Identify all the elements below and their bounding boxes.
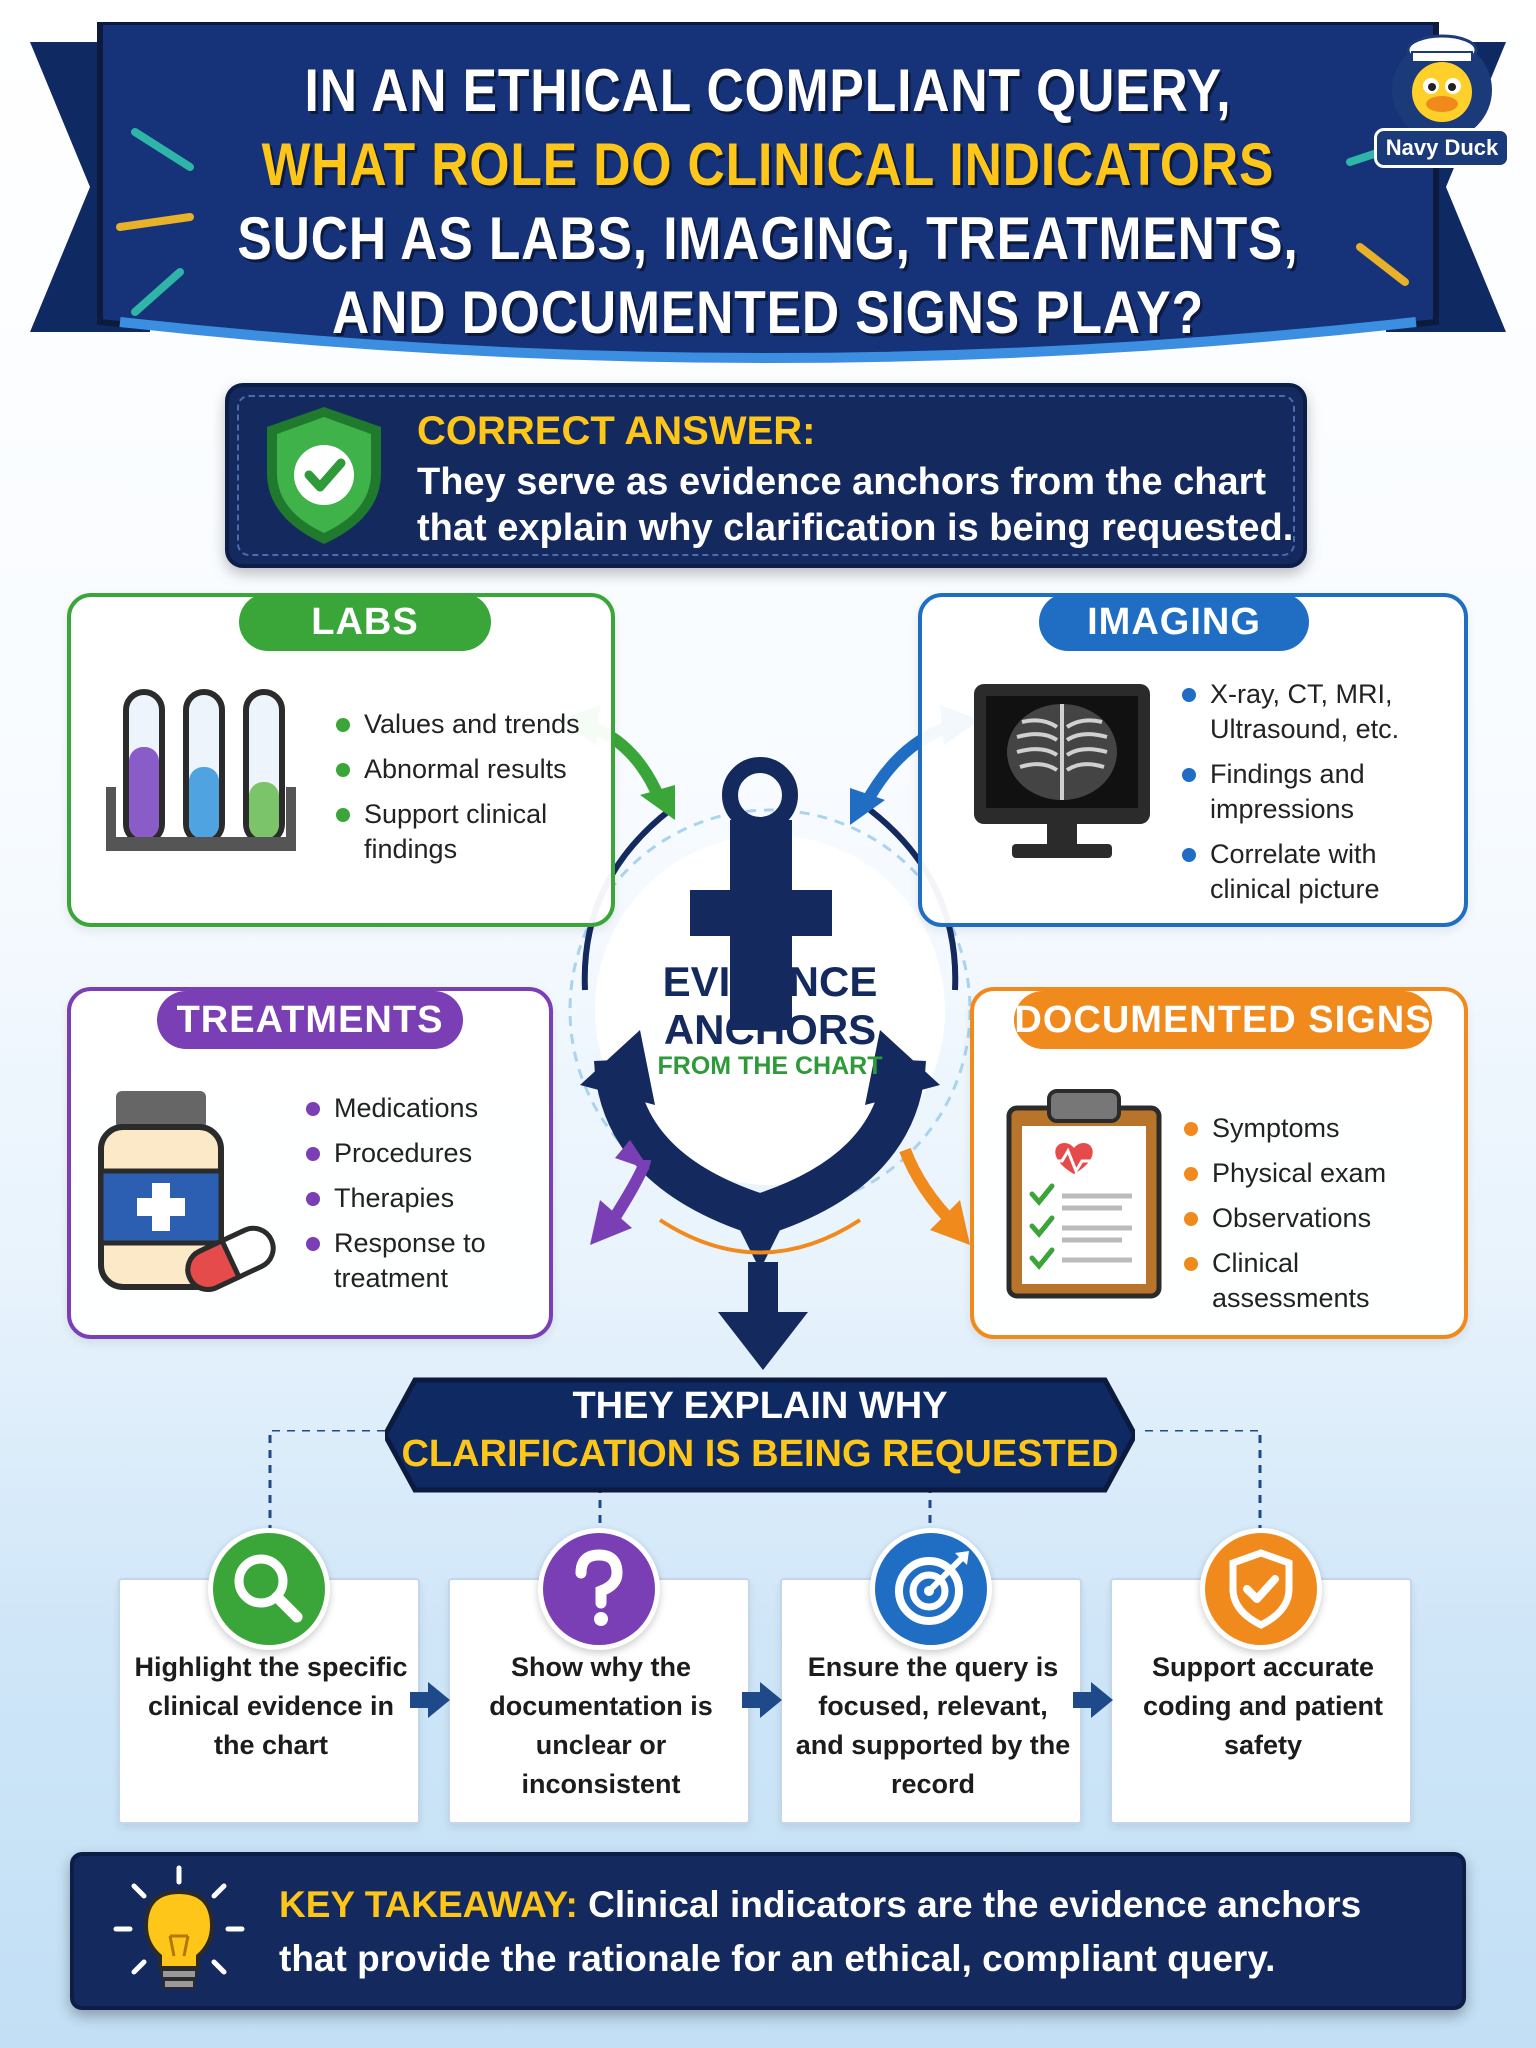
arrow-right-icon	[410, 1682, 450, 1718]
title-banner: IN AN ETHICAL COMPLIANT QUERY, WHAT ROLE…	[30, 22, 1506, 382]
explain-text: THEY EXPLAIN WHY CLARIFICATION IS BEING …	[385, 1383, 1135, 1479]
step-text: Highlight the specific clinical evidence…	[134, 1652, 408, 1760]
anchor-subtitle: FROM THE CHART	[657, 1052, 883, 1080]
anchor-title: EVIDENCE ANCHORS	[560, 958, 980, 1054]
list-item: Findings and impressions	[1182, 757, 1452, 827]
title-line-4: AND DOCUMENTED SIGNS PLAY?	[332, 279, 1204, 346]
step-text: Support accurate coding and patient safe…	[1143, 1652, 1383, 1760]
list-item: Values and trends	[336, 707, 606, 742]
list-item: Response to treatment	[306, 1226, 546, 1296]
connector-arrows	[560, 705, 980, 1245]
check-shield-icon	[267, 407, 381, 544]
mascot-label: Navy Duck	[1374, 128, 1510, 168]
target-icon	[870, 1528, 992, 1650]
list-item: Physical exam	[1184, 1156, 1464, 1191]
evidence-anchor: EVIDENCE ANCHORS FROM THE CHART	[560, 740, 980, 1300]
duck-sailor-icon	[1392, 34, 1492, 140]
title-line-1: IN AN ETHICAL COMPLIANT QUERY,	[304, 57, 1232, 124]
explain-ribbon	[385, 1377, 1135, 1493]
signs-list: Symptoms Physical exam Observations Clin…	[1184, 1111, 1464, 1326]
list-item: Procedures	[306, 1136, 546, 1171]
step-text: Show why the documentation is unclear or…	[489, 1652, 713, 1799]
anchor-title-line-1: EVIDENCE	[662, 958, 878, 1005]
shield-check-icon	[1200, 1528, 1322, 1650]
labs-list: Values and trends Abnormal results Suppo…	[336, 707, 606, 877]
list-item: X-ray, CT, MRI, Ultrasound, etc.	[1182, 677, 1452, 747]
list-item: Correlate with clinical picture	[1182, 837, 1452, 907]
anchor-icon	[568, 757, 972, 1270]
magnifier-icon	[208, 1528, 330, 1650]
title-line-3: SUCH AS LABS, IMAGING, TREATMENTS,	[237, 205, 1299, 272]
treatments-title: TREATMENTS	[157, 991, 463, 1049]
imaging-list: X-ray, CT, MRI, Ultrasound, etc. Finding…	[1182, 677, 1452, 917]
takeaway-label: KEY TAKEAWAY:	[279, 1884, 578, 1925]
anchor-title-line-2: ANCHORS	[663, 1006, 877, 1053]
down-arrow-icon	[718, 1262, 808, 1370]
navy-duck-logo: Navy Duck	[1372, 30, 1512, 180]
explain-line-2: CLARIFICATION IS BEING REQUESTED	[401, 1433, 1119, 1475]
list-item: Observations	[1184, 1201, 1464, 1236]
imaging-card: IMAGING X-ray, CT, MRI, Ultrasound, etc.…	[918, 593, 1468, 927]
question-icon	[538, 1528, 660, 1650]
signs-title: DOCUMENTED SIGNS	[1014, 991, 1432, 1049]
title-line-2: WHAT ROLE DO CLINICAL INDICATORS	[261, 131, 1275, 198]
answer-title: CORRECT ANSWER:	[417, 409, 816, 453]
step-text: Ensure the query is focused, relevant, a…	[795, 1652, 1071, 1799]
explain-banner: THEY EXPLAIN WHY CLARIFICATION IS BEING …	[385, 1375, 1135, 1495]
list-item: Abnormal results	[336, 752, 606, 787]
treatments-card: TREATMENTS Medications Procedures Therap…	[67, 987, 553, 1339]
list-item: Support clinical findings	[336, 797, 606, 867]
clipboard-icon	[1006, 1089, 1162, 1299]
answer-body: They serve as evidence anchors from the …	[417, 461, 1294, 549]
arrow-right-icon	[742, 1682, 782, 1718]
labs-card: LABS Values and trends Abnormal results …	[67, 593, 615, 927]
treatments-list: Medications Procedures Therapies Respons…	[306, 1091, 546, 1306]
test-tubes-icon	[106, 689, 296, 851]
arrow-right-icon	[1073, 1682, 1113, 1718]
medicine-bottle-icon	[98, 1091, 276, 1292]
list-item: Therapies	[306, 1181, 546, 1216]
list-item: Symptoms	[1184, 1111, 1464, 1146]
explain-line-1: THEY EXPLAIN WHY	[572, 1385, 948, 1427]
title-text: IN AN ETHICAL COMPLIANT QUERY, WHAT ROLE…	[30, 54, 1506, 350]
imaging-title: IMAGING	[1039, 593, 1309, 651]
list-item: Clinical assessments	[1184, 1246, 1464, 1316]
takeaway-body: Clinical indicators are the evidence anc…	[279, 1884, 1362, 1979]
list-item: Medications	[306, 1091, 546, 1126]
labs-title: LABS	[239, 593, 491, 651]
correct-answer-box: CORRECT ANSWER: They serve as evidence a…	[225, 383, 1307, 568]
takeaway-text: KEY TAKEAWAY: Clinical indicators are th…	[279, 1878, 1439, 1986]
xray-monitor-icon	[974, 684, 1150, 858]
lightbulb-icon	[113, 1865, 245, 1989]
documented-signs-card: DOCUMENTED SIGNS Symptoms Physical exam …	[970, 987, 1468, 1339]
key-takeaway-box: KEY TAKEAWAY: Clinical indicators are th…	[70, 1852, 1466, 2010]
